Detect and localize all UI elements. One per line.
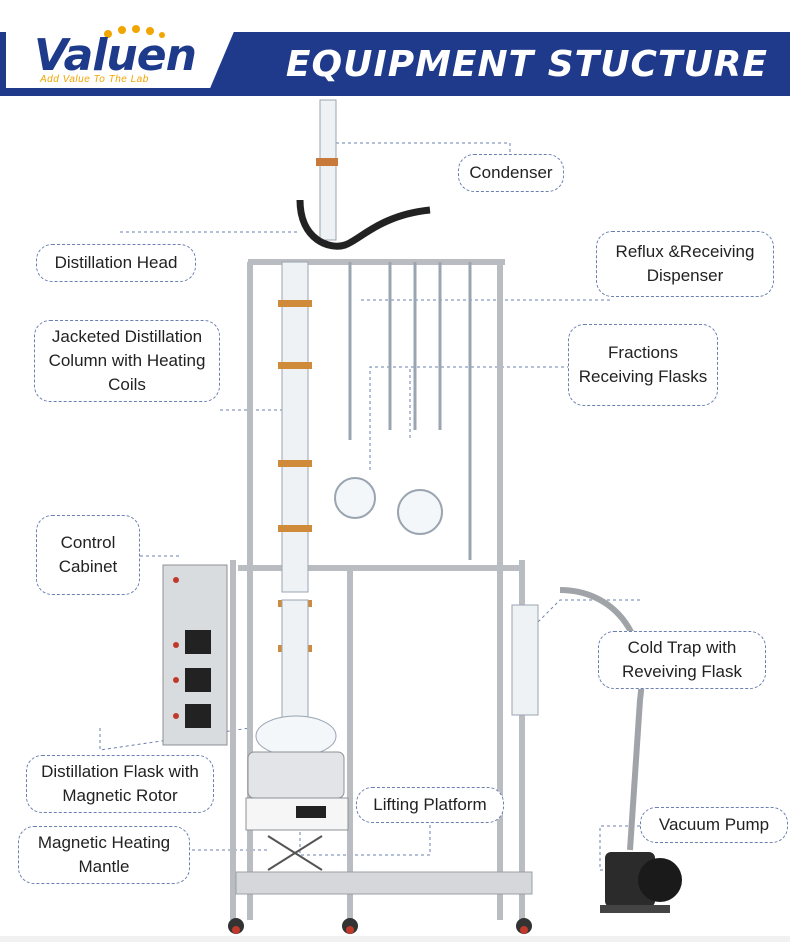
page-title: EQUIPMENT STUCTURE [285,44,768,85]
label-reflux-dispenser: Reflux &Receiving Dispenser [596,231,774,297]
brand-logo[interactable]: Valuen [34,30,197,81]
label-condenser: Condenser [458,154,564,192]
label-vacuum-pump: Vacuum Pump [640,807,788,843]
label-heating-mantle: Magnetic Heating Mantle [18,826,190,884]
label-jacketed-column: Jacketed Distillation Column with Heatin… [34,320,220,402]
label-lifting-platform: Lifting Platform [356,787,504,823]
brand-tagline: Add Value To The Lab [40,74,149,85]
label-distillation-head: Distillation Head [36,244,196,282]
label-distillation-flask: Distillation Flask with Magnetic Rotor [26,755,214,813]
label-fractions-flasks: Fractions Receiving Flasks [568,324,718,406]
bottom-strip [0,936,790,942]
label-cold-trap: Cold Trap with Reveiving Flask [598,631,766,689]
label-control-cabinet: Control Cabinet [36,515,140,595]
sun-icon [104,25,165,38]
